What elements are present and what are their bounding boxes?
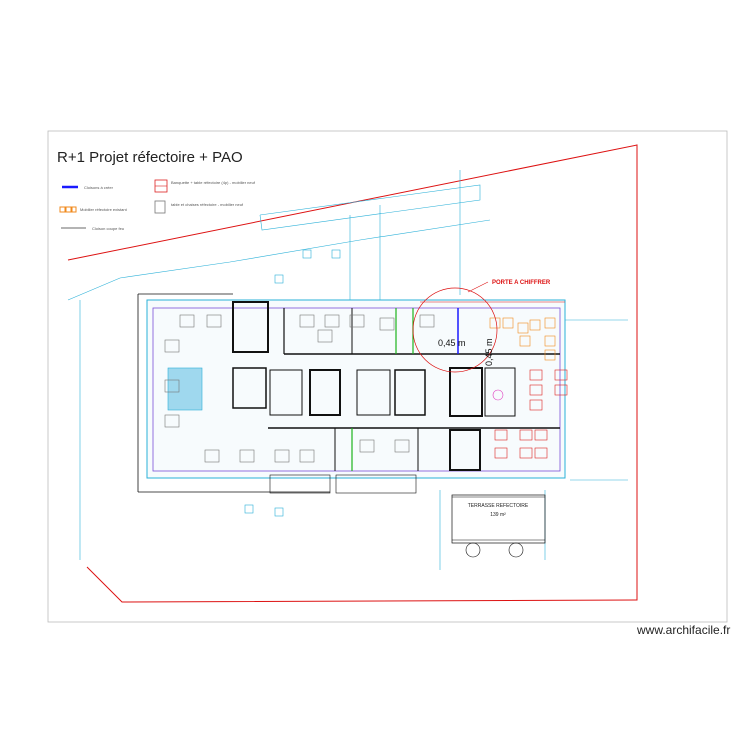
refectory-table	[489, 317, 501, 329]
legend-label: Mobilier réfectoire existant	[80, 207, 128, 212]
legend-swatch-existing-furniture	[59, 206, 77, 213]
site-boundary	[67, 144, 638, 603]
legend-label: table et chaises réfectoire - mobilier n…	[171, 202, 244, 207]
desk-cluster	[359, 439, 375, 453]
tree-icon	[508, 542, 524, 558]
exterior-site-lines	[67, 170, 628, 570]
desk-cluster	[206, 314, 222, 328]
refectory-table	[517, 322, 529, 334]
desk-cluster	[317, 329, 333, 343]
desk-cluster	[239, 449, 255, 463]
terrace: TERRASSE REFECTOIRE 139 m²	[451, 494, 546, 558]
existing-refectory-furniture	[489, 317, 568, 459]
desk-cluster	[349, 314, 365, 328]
desk-cluster	[299, 449, 315, 463]
building	[137, 293, 566, 494]
desk-cluster	[164, 414, 180, 428]
terrace-area: 139 m²	[490, 512, 506, 518]
tree-icon	[465, 542, 481, 558]
door-note: PORTE A CHIFFRER	[492, 280, 551, 286]
legend-swatch-table-chairs	[154, 200, 166, 214]
desk-cluster	[204, 449, 220, 463]
legend-label: Cloisons à créer	[84, 185, 114, 190]
refectory-table	[544, 335, 556, 347]
bench-table	[534, 429, 548, 441]
bench-table	[519, 447, 533, 459]
bench-table	[494, 429, 508, 441]
bench-table	[529, 399, 543, 411]
bench-table	[494, 447, 508, 459]
dimension-label: 0,45 m	[438, 338, 466, 348]
bench-table	[554, 384, 568, 396]
desk-cluster	[379, 317, 395, 331]
legend-label: Banquette + table réfectoire (4p) - mobi…	[171, 180, 256, 185]
bench-table	[534, 447, 548, 459]
refectory-table	[544, 317, 556, 329]
desk-cluster	[324, 314, 340, 328]
furniture	[164, 314, 435, 463]
plan-title: R+1 Projet réfectoire + PAO	[57, 149, 243, 166]
bench-table	[529, 384, 543, 396]
legend-label: Cloison coupe feu	[92, 226, 124, 231]
refectory-table	[544, 349, 556, 361]
terrace-name: TERRASSE REFECTOIRE	[468, 503, 529, 509]
legend: Cloisons à créer Mobilier réfectoire exi…	[59, 179, 256, 231]
bench-table	[554, 369, 568, 381]
dimension-label: 0,45 m	[484, 338, 494, 366]
bench-table	[519, 429, 533, 441]
refectory-table	[529, 319, 541, 331]
sheet-frame	[47, 130, 728, 623]
desk-cluster	[419, 314, 435, 328]
desk-cluster	[274, 449, 290, 463]
footer-watermark: www.archifacile.fr	[637, 623, 731, 637]
bench-table	[529, 369, 543, 381]
desk-cluster	[394, 439, 410, 453]
door-highlight-circle	[412, 287, 498, 373]
refectory-table	[502, 317, 514, 329]
desk-cluster	[299, 314, 315, 328]
desk-cluster	[164, 379, 180, 393]
desk-cluster	[164, 339, 180, 353]
refectory-table	[519, 335, 531, 347]
desk-cluster	[179, 314, 195, 328]
